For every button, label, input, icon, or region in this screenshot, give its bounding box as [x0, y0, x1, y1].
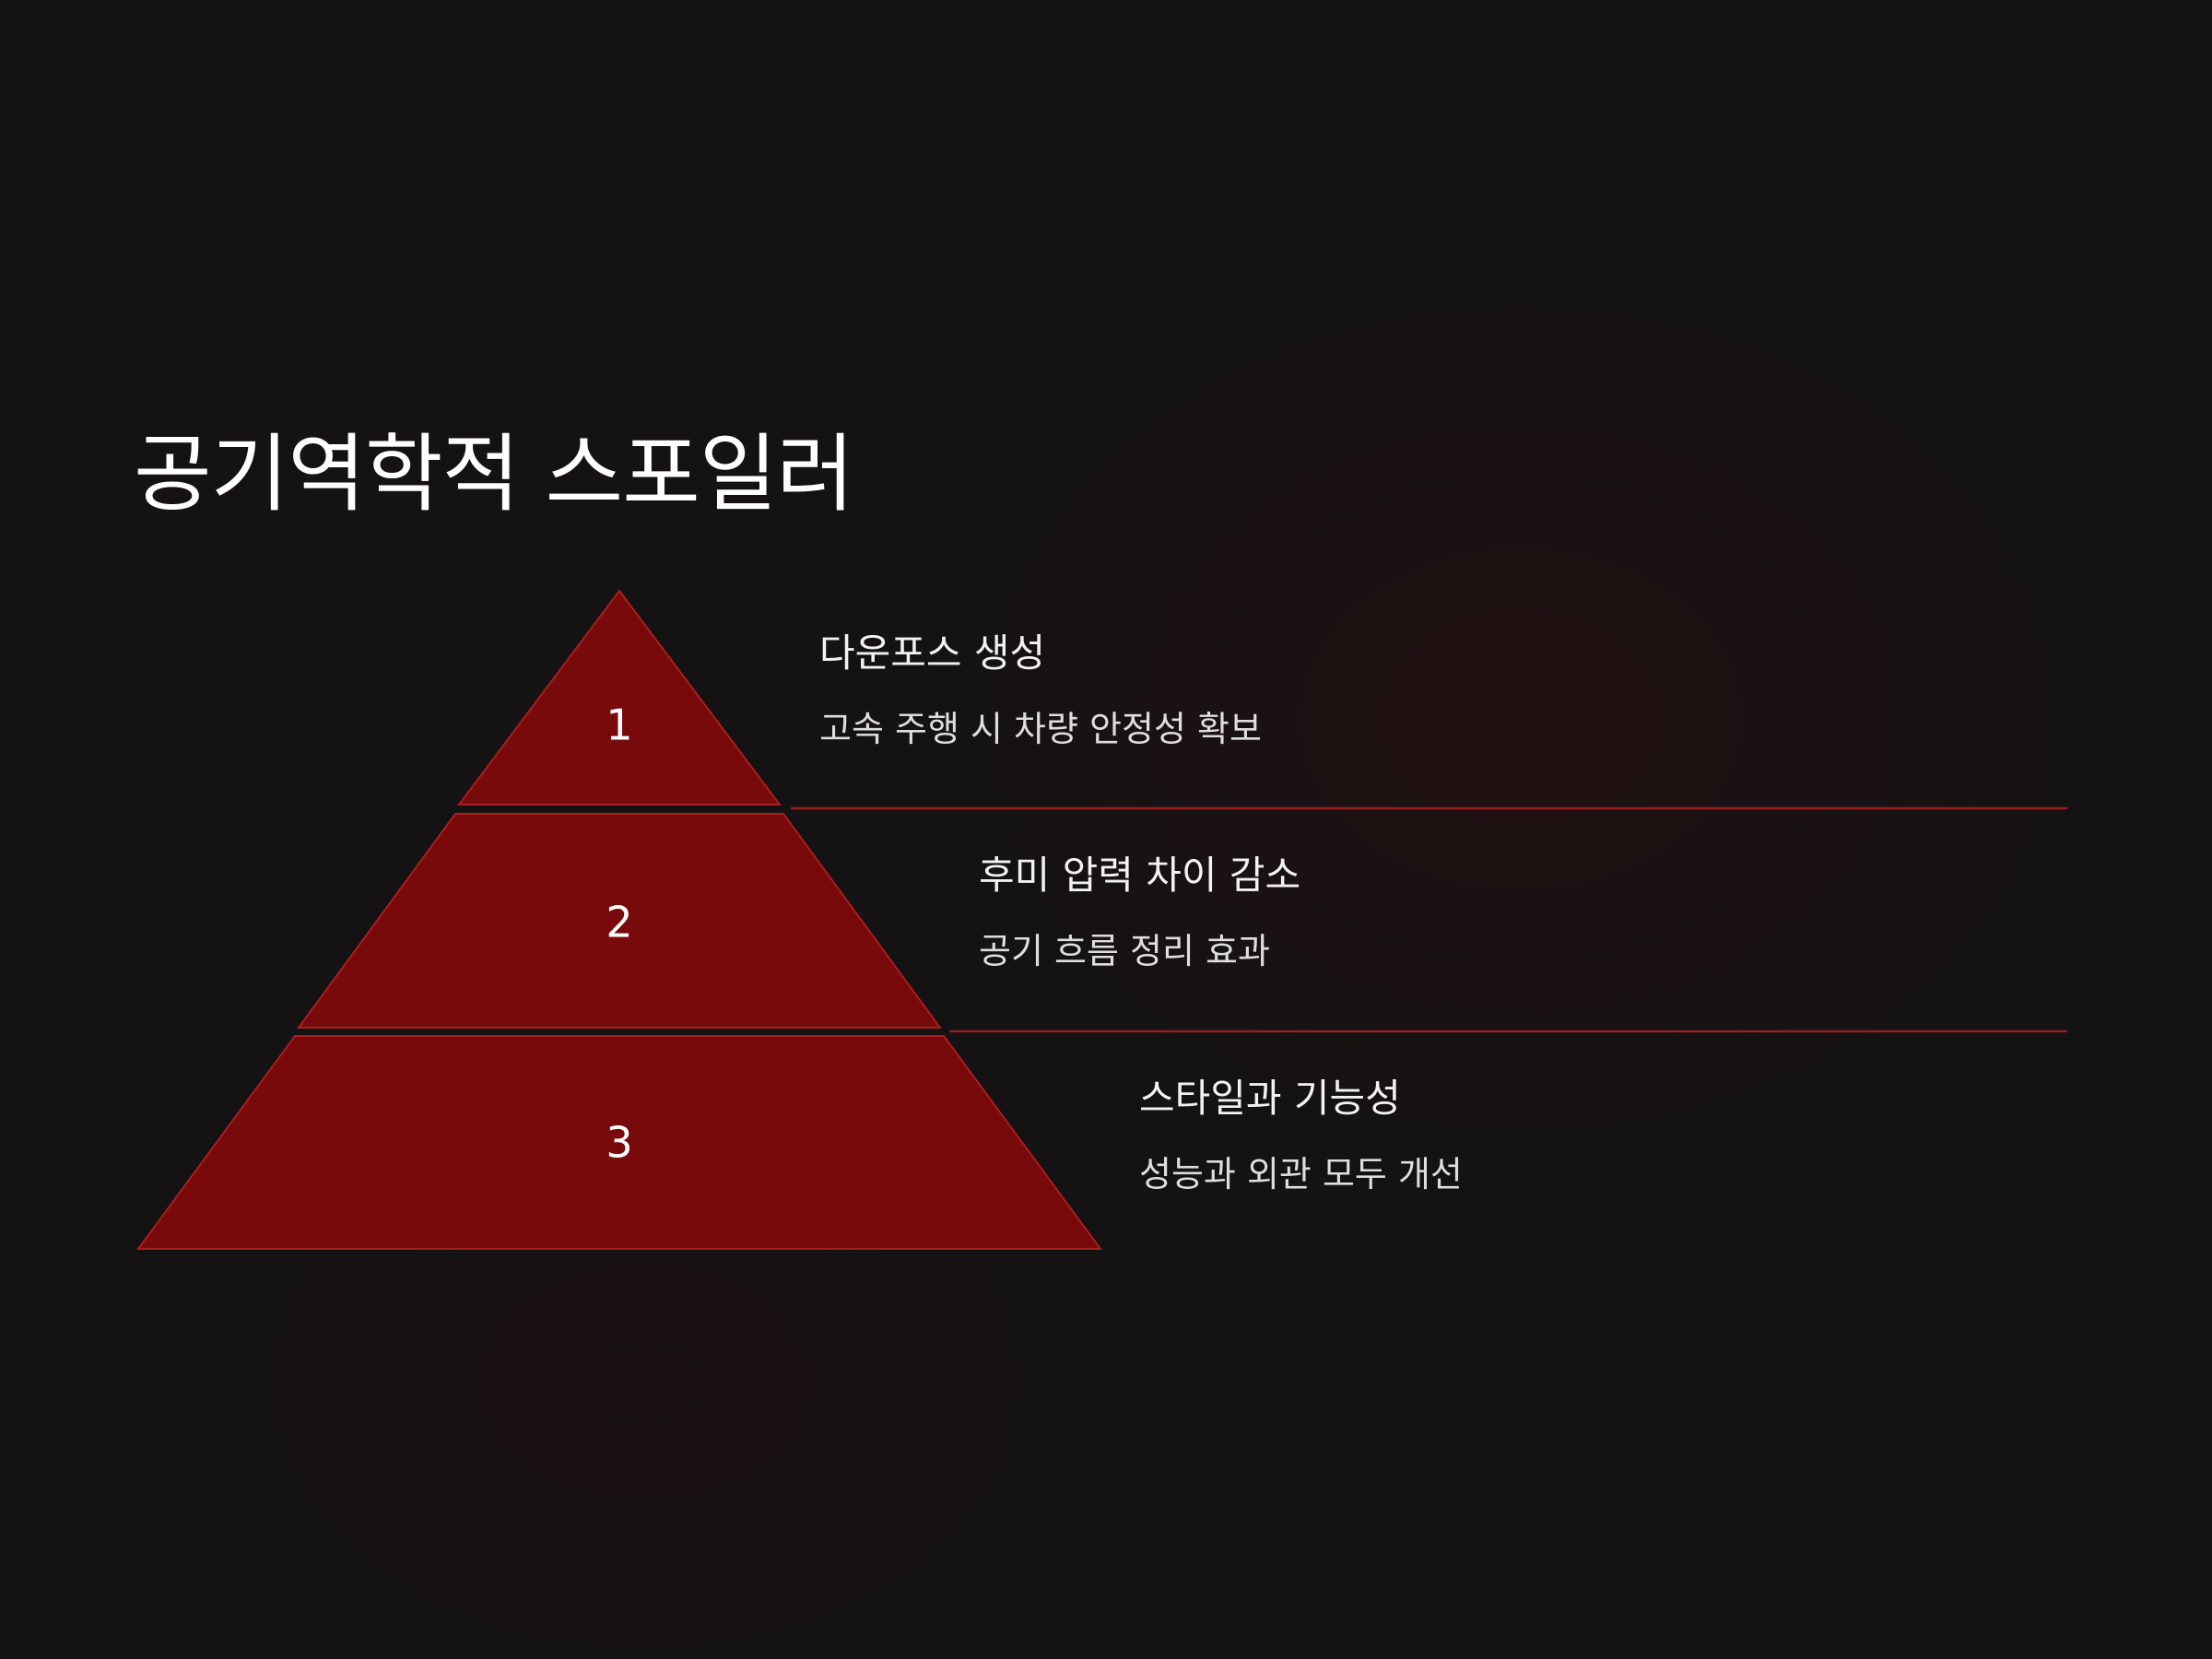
pyramid-tier-1 [457, 589, 782, 806]
tier-3-heading: 스타일과 기능성 [1139, 1076, 1401, 1121]
pyramid-tier-3 [136, 1035, 1102, 1250]
tier-2-text: 후미 압력 차이 감소 공기 흐름 정리 효과 [979, 853, 1301, 971]
pyramid-tier-2 [297, 813, 942, 1029]
tier-1-number: 1 [606, 700, 632, 750]
tier-2-heading: 후미 압력 차이 감소 [979, 853, 1301, 898]
tier-1-description: 고속 주행 시 차량 안정성 확보 [819, 709, 1262, 749]
tier-2-number: 2 [606, 898, 632, 947]
tier-3-text: 스타일과 기능성 성능과 외관 모두 개선 [1139, 1076, 1463, 1194]
tier-1-heading: 다운포스 생성 [819, 630, 1046, 676]
tier-3-number: 3 [606, 1118, 632, 1168]
page-title: 공기역학적 스포일러 [134, 425, 854, 524]
tier-3-description: 성능과 외관 모두 개선 [1139, 1154, 1463, 1194]
tier-2-description: 공기 흐름 정리 효과 [979, 931, 1270, 971]
tier-1-text: 다운포스 생성 고속 주행 시 차량 안정성 확보 [819, 634, 1262, 747]
